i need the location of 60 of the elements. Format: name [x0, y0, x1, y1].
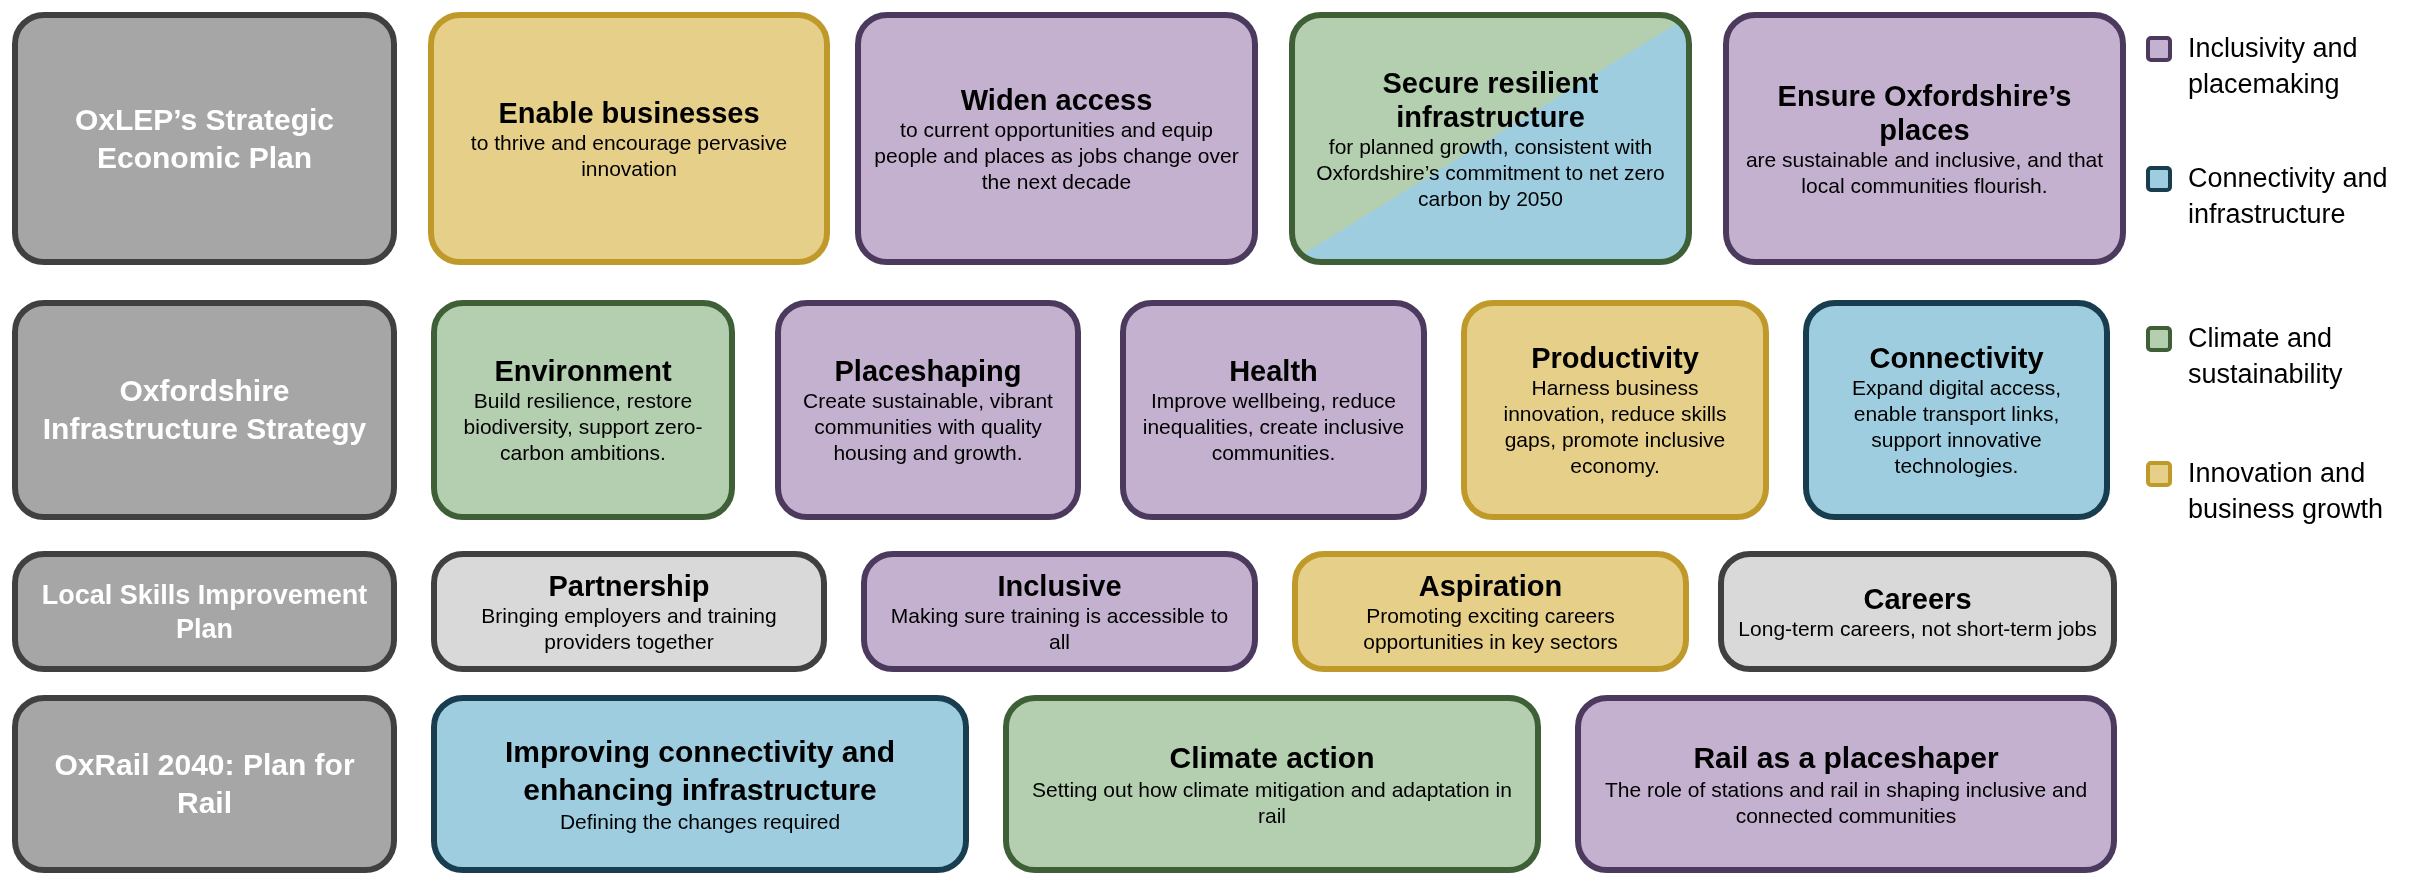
plan-box: [12, 551, 397, 672]
theme-description: to current opportunities and equip people and places as jobs change over the next decade: [873, 116, 1240, 195]
theme-box: [1289, 12, 1692, 265]
plan-title: Local Skills Improvement Plan: [40, 578, 369, 646]
theme-description: Create sustainable, vibrant communities with quality housing and growth.: [802, 388, 1054, 466]
theme-description: are sustainable and inclusive, and that local communities flourish.: [1744, 146, 2105, 199]
plan-title: OxLEP’s Strategic Economic Plan: [74, 101, 335, 176]
theme-heading: Ensure Oxfordshire’s places: [1776, 78, 2073, 147]
theme-description: to thrive and encourage pervasive innovation: [469, 129, 789, 182]
theme-box: [775, 300, 1081, 520]
theme-box: [861, 551, 1258, 672]
theme-box: [855, 12, 1258, 265]
theme-description: Promoting exciting careers opportunities in key sectors: [1362, 602, 1619, 655]
plan-box: [12, 300, 397, 520]
theme-box: [1461, 300, 1769, 520]
theme-description: Making sure training is accessible to all: [889, 602, 1230, 655]
theme-heading: Rail as a placeshaper: [1693, 740, 1999, 776]
theme-description: Build resilience, restore biodiversity, support zero-carbon ambitions.: [462, 388, 704, 466]
theme-heading: Careers: [1863, 581, 1972, 616]
plan-title: Oxfordshire Infrastructure Strategy: [41, 373, 368, 447]
theme-box: [431, 695, 969, 873]
plan-box: [12, 695, 397, 873]
plan-box: [12, 12, 397, 265]
theme-description: Harness business innovation, reduce skills gaps, promote inclusive economy.: [1502, 375, 1728, 479]
theme-heading: Inclusive: [997, 568, 1122, 603]
theme-description: Long-term careers, not short-term jobs: [1738, 615, 2097, 642]
theme-box: [428, 12, 830, 265]
theme-heading: Environment: [494, 354, 672, 388]
theme-heading: Climate action: [1169, 740, 1375, 776]
theme-description: Defining the changes required: [559, 809, 841, 835]
theme-box: [1803, 300, 2110, 520]
theme-heading: Placeshaping: [834, 354, 1022, 388]
plan-title: OxRail 2040: Plan for Rail: [53, 747, 356, 821]
legend-label: Connectivity and infrastructure: [2188, 162, 2389, 231]
legend-label: Climate and sustainability: [2188, 322, 2344, 391]
theme-box: [1292, 551, 1689, 672]
legend-label: Inclusivity and placemaking: [2188, 32, 2359, 101]
theme-description: Expand digital access, enable transport links, support innovative technologies.: [1851, 375, 2062, 479]
theme-heading: Enable businesses: [498, 95, 760, 130]
theme-box: [1120, 300, 1427, 520]
theme-description: for planned growth, consistent with Oxfordshire’s commitment to net zero carbon by 2050: [1315, 133, 1666, 212]
theme-heading: Connectivity: [1869, 341, 2044, 375]
theme-heading: Partnership: [548, 568, 710, 603]
theme-description: Setting out how climate mitigation and adaptation in rail: [1031, 777, 1513, 829]
theme-heading: Improving connectivity and enhancing infrastructure: [503, 734, 897, 808]
theme-heading: Productivity: [1531, 341, 1699, 375]
theme-heading: Aspiration: [1418, 568, 1563, 603]
theme-box: [1718, 551, 2117, 672]
theme-box: [1575, 695, 2117, 873]
theme-box: [1723, 12, 2126, 265]
theme-description: Bringing employers and training providers together: [480, 602, 778, 655]
theme-description: The role of stations and rail in shaping inclusive and connected communities: [1603, 777, 2089, 829]
theme-heading: Widen access: [960, 82, 1153, 117]
theme-box: [431, 551, 827, 672]
theme-description: Improve wellbeing, reduce inequalities, create inclusive communities.: [1141, 388, 1406, 466]
legend-label: Innovation and business growth: [2188, 457, 2385, 526]
theme-box: [431, 300, 735, 520]
theme-heading: Secure resilient infrastructure: [1381, 65, 1600, 134]
theme-box: [1003, 695, 1541, 873]
theme-heading: Health: [1229, 354, 1318, 388]
